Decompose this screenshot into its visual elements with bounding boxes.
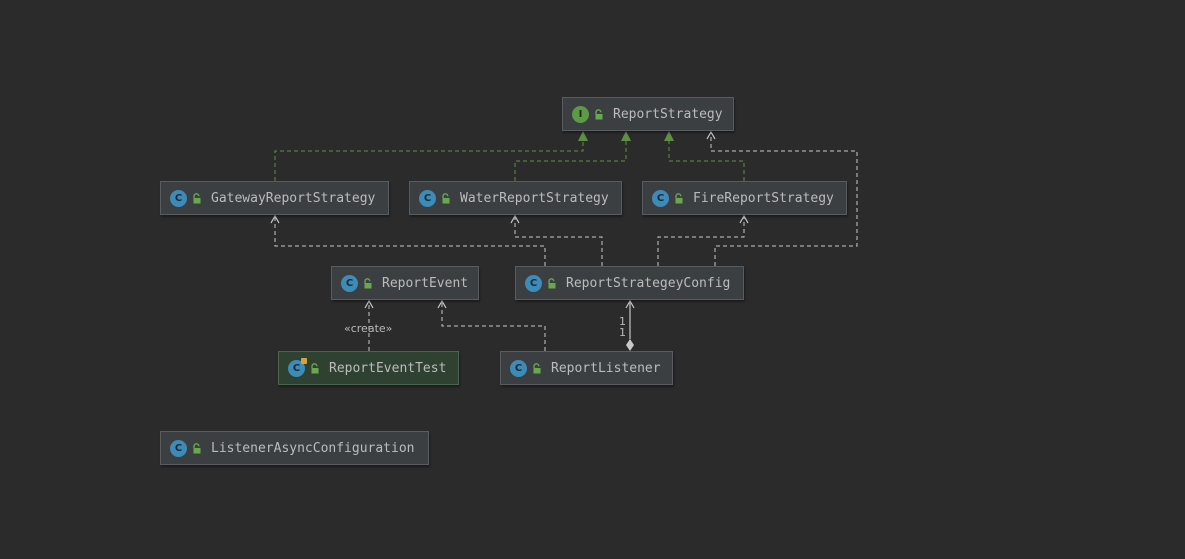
- node-report-strategy[interactable]: I ReportStrategy: [562, 97, 734, 131]
- node-label: ListenerAsyncConfiguration: [211, 440, 415, 456]
- dependency-arrowhead: [706, 130, 716, 140]
- node-report-strategey-config[interactable]: C ReportStrategeyConfig: [515, 266, 744, 300]
- dependency-arrowhead: [739, 214, 749, 224]
- node-label: FireReportStrategy: [693, 190, 834, 206]
- edge-config-to-gateway: [274, 216, 546, 266]
- edge-fire-implements: [668, 141, 745, 181]
- node-report-event-test[interactable]: C ReportEventTest: [278, 351, 459, 385]
- interface-badge-icon: I: [572, 105, 589, 123]
- dependency-arrowhead: [510, 214, 520, 224]
- public-lock-icon: [192, 189, 202, 208]
- node-report-event[interactable]: C ReportEvent: [331, 266, 479, 300]
- multiplicity-source: 1: [619, 315, 626, 328]
- public-lock-icon: [363, 274, 373, 293]
- public-lock-icon: [674, 189, 684, 208]
- public-lock-icon: [192, 439, 202, 458]
- composition-diamond: [626, 339, 634, 351]
- node-report-listener[interactable]: C ReportListener: [500, 351, 673, 385]
- node-label: ReportListener: [551, 360, 661, 376]
- class-badge-icon: C: [341, 274, 358, 292]
- edge-gateway-implements: [274, 141, 584, 181]
- composition-arrowhead: [625, 299, 635, 309]
- node-label: ReportStrategeyConfig: [566, 275, 731, 291]
- edge-config-to-fire: [657, 216, 745, 266]
- public-lock-icon: [547, 274, 557, 293]
- node-label: ReportEvent: [382, 275, 469, 291]
- node-label: ReportEventTest: [329, 360, 447, 376]
- realization-arrowhead: [664, 131, 674, 141]
- dependency-arrowhead: [437, 299, 447, 309]
- class-badge-icon: C: [419, 189, 436, 207]
- node-label: WaterReportStrategy: [460, 190, 609, 206]
- dependency-arrowhead: [270, 214, 280, 224]
- multiplicity-target: 1: [619, 326, 626, 339]
- realization-arrowhead: [621, 131, 631, 141]
- edge-config-to-water: [514, 216, 603, 266]
- class-badge-icon: C: [170, 189, 187, 207]
- node-label: ReportStrategy: [613, 106, 723, 122]
- edge-listener-to-event: [441, 301, 546, 351]
- edge-water-implements: [514, 141, 627, 181]
- class-badge-icon: C: [525, 274, 542, 292]
- public-lock-icon: [532, 359, 542, 378]
- test-class-badge-icon: C: [288, 357, 307, 377]
- public-lock-icon: [310, 359, 320, 378]
- edge-config-to-strategy: [710, 132, 858, 266]
- node-label: GatewayReportStrategy: [211, 190, 376, 206]
- node-water-report-strategy[interactable]: C WaterReportStrategy: [409, 181, 622, 215]
- public-lock-icon: [594, 105, 604, 124]
- class-badge-icon: C: [510, 359, 527, 377]
- node-listener-async-configuration[interactable]: C ListenerAsyncConfiguration: [160, 431, 429, 465]
- edge-label-create: «create»: [344, 322, 393, 335]
- class-badge-icon: C: [170, 439, 187, 457]
- class-badge-icon: C: [652, 189, 669, 207]
- realization-arrowhead: [578, 131, 588, 141]
- node-gateway-report-strategy[interactable]: C GatewayReportStrategy: [160, 181, 389, 215]
- dependency-arrowhead: [364, 299, 374, 309]
- node-fire-report-strategy[interactable]: C FireReportStrategy: [642, 181, 847, 215]
- public-lock-icon: [441, 189, 451, 208]
